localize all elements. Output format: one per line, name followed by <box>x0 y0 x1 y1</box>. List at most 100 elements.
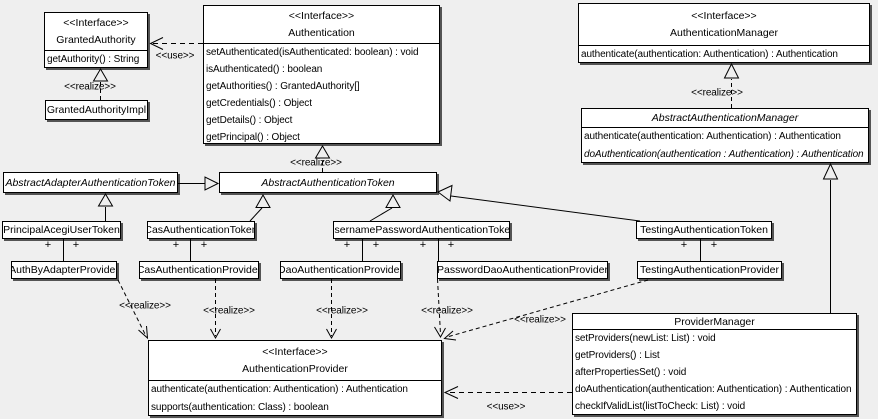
edge-label-realize: <<realize>> <box>514 314 566 326</box>
association-end-plus: + <box>372 239 380 251</box>
method: afterPropertiesSet() : void <box>575 367 687 378</box>
method: getProviders() : List <box>575 350 660 361</box>
class-title: <<Interface>> GrantedAuthority <box>45 13 147 50</box>
association-end-plus: + <box>72 239 80 251</box>
edge-label-realize: <<realize>> <box>421 305 473 317</box>
method: authenticate(authentication: Authenticat… <box>584 131 841 142</box>
method: checkIfValidList(listToCheck: List) : vo… <box>575 401 746 412</box>
edge-realize-authbyadapterprovider <box>117 279 149 340</box>
association-end-plus: + <box>680 239 688 251</box>
method: getAuthorities() : GrantedAuthority[] <box>206 81 360 92</box>
edge-generalization-abstractadaptertoken <box>178 176 220 191</box>
class-name: TestingAuthenticationProvider <box>640 264 779 276</box>
methods-compartment: authenticate(authentication: Authenticat… <box>149 380 441 417</box>
edge-generalization-testingauthenticationtoken <box>437 184 641 222</box>
edge-realize-grantedauthorityimpl <box>92 68 109 100</box>
association-end-plus: + <box>44 239 52 251</box>
edge-label-realize: <<realize>> <box>64 81 116 93</box>
methods-compartment: setProviders(newList: List) : void getPr… <box>573 329 856 415</box>
method: isAuthenticated() : boolean <box>206 64 323 75</box>
edge-generalization-casauthenticationtoken <box>249 193 271 222</box>
class-name: TestingAuthenticationToken <box>640 224 768 236</box>
edge-label-realize: <<realize>> <box>691 87 743 99</box>
class-title: <<Interface>> Authentication <box>204 6 439 43</box>
edge-realize-abstractauthenticationmanager <box>723 62 740 108</box>
edge-generalization-usernamepasswordtoken <box>369 193 401 222</box>
class-name: AuthByAdapterProvider <box>11 264 117 276</box>
methods-compartment: setAuthenticated(isAuthenticated: boolea… <box>204 43 439 146</box>
class-name: CasAuthenticationProvider <box>139 264 259 276</box>
method: doAuthentication(authentication: Authent… <box>575 384 852 395</box>
class-title: <<Interface>> AuthenticationProvider <box>149 341 441 380</box>
edge-label-realize: <<realize>> <box>290 157 342 169</box>
class-name: AbstractAdapterAuthenticationToken <box>5 176 176 189</box>
class-name: DaoAuthenticationProvider <box>280 264 401 276</box>
class-name: AbstractAuthenticationToken <box>261 176 395 189</box>
edge-use-providermanager-to-authenticationprovider <box>443 386 572 399</box>
class-abstract-authentication-manager: AbstractAuthenticationManager authentica… <box>581 108 869 163</box>
class-name: CasAuthenticationToken <box>147 224 255 236</box>
method: doAuthentication(authentication : Authen… <box>584 149 864 160</box>
association-end-plus: + <box>343 239 351 251</box>
class-name: Authentication <box>288 26 355 39</box>
class-granted-authority: <<Interface>> GrantedAuthority getAuthor… <box>44 12 148 68</box>
class-name: AbstractAuthenticationManager <box>651 112 799 124</box>
association-end-plus: + <box>172 239 180 251</box>
edge-generalization-providermanager <box>822 162 839 313</box>
class-password-dao-authentication-provider: PasswordDaoAuthenticationProvider <box>437 261 608 279</box>
stereotype-label: <<Interface>> <box>262 346 328 358</box>
methods-compartment: getAuthority() : String <box>45 50 147 69</box>
stereotype-label: <<Interface>> <box>288 10 355 23</box>
class-name: ProviderManager <box>674 315 755 328</box>
class-name: GrantedAuthority <box>56 33 136 46</box>
edge-use-authentication-to-grantedauthority <box>149 37 203 50</box>
class-title: <<Interface>> AuthenticationManager <box>579 4 869 45</box>
edge-label-use: <<use>> <box>486 401 526 413</box>
edge-label-use: <<use>> <box>155 50 195 62</box>
methods-compartment: authenticate(authentication: Authenticat… <box>582 127 868 164</box>
method: getDetails() : Object <box>206 115 293 126</box>
method: supports(authentication: Class) : boolea… <box>151 402 329 413</box>
class-principal-acegi-user-token: PrincipalAcegiUserToken <box>2 221 121 239</box>
method: getAuthority() : String <box>47 54 140 65</box>
edge-realize-passworddaoprovider <box>434 278 446 338</box>
class-name: PasswordDaoAuthenticationProvider <box>437 264 608 276</box>
class-name: AuthenticationManager <box>670 27 778 40</box>
class-granted-authority-impl: GrantedAuthorityImpl <box>45 100 148 120</box>
edge-label-realize: <<realize>> <box>316 305 368 317</box>
class-auth-by-adapter-provider: AuthByAdapterProvider <box>11 261 117 279</box>
method: getPrincipal() : Object <box>206 132 300 143</box>
class-authentication: <<Interface>> Authentication setAuthenti… <box>203 5 440 144</box>
association-end-plus: + <box>419 239 427 251</box>
class-cas-authentication-token: CasAuthenticationToken <box>147 221 255 239</box>
edge-realize-daoauthenticationprovider <box>326 279 337 340</box>
class-testing-authentication-token: TestingAuthenticationToken <box>636 221 772 239</box>
edge-realize-casauthenticationprovider <box>210 279 221 340</box>
class-name: AuthenticationProvider <box>242 363 348 375</box>
association-end-plus: + <box>447 239 455 251</box>
method: setProviders(newList: List) : void <box>575 333 716 344</box>
class-abstract-adapter-authentication-token: AbstractAdapterAuthenticationToken <box>3 172 178 193</box>
class-testing-authentication-provider: TestingAuthenticationProvider <box>637 261 782 279</box>
edge-generalization-principalacegiusertoken <box>97 193 114 221</box>
class-authentication-manager: <<Interface>> AuthenticationManager auth… <box>578 3 870 63</box>
class-name: PrincipalAcegiUserToken <box>3 224 120 236</box>
class-abstract-authentication-token: AbstractAuthenticationToken <box>219 172 437 193</box>
edge-realize-testingauthenticationprovider <box>443 279 649 341</box>
association-end-plus: + <box>710 239 718 251</box>
edge-realize-abstractauthenticationtoken <box>314 145 331 172</box>
methods-compartment: authenticate(authentication: Authenticat… <box>579 45 869 64</box>
edge-label-realize: <<realize>> <box>203 305 255 317</box>
class-name: UsernamePasswordAuthenticationToken <box>333 224 510 236</box>
method: getCredentials() : Object <box>206 98 312 109</box>
method: authenticate(authentication: Authenticat… <box>151 384 408 395</box>
method: setAuthenticated(isAuthenticated: boolea… <box>206 47 419 58</box>
edge-label-realize: <<realize>> <box>119 300 171 312</box>
class-cas-authentication-provider: CasAuthenticationProvider <box>139 261 259 279</box>
class-provider-manager: ProviderManager setProviders(newList: Li… <box>572 313 857 415</box>
association-end-plus: + <box>200 239 208 251</box>
class-username-password-authentication-token: UsernamePasswordAuthenticationToken <box>333 221 510 239</box>
class-name: GrantedAuthorityImpl <box>46 104 147 116</box>
